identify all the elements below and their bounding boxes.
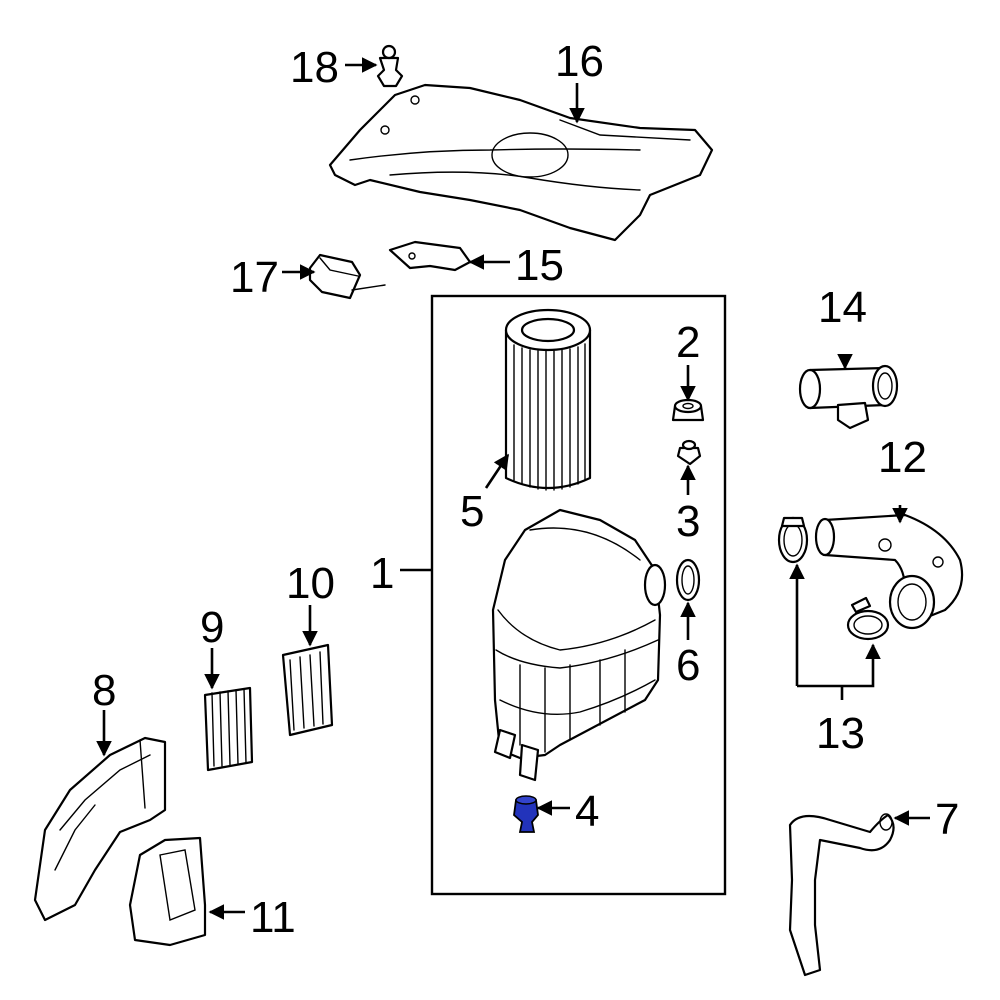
part-14-maf-sensor: [798, 364, 899, 430]
part-10-seal: [281, 643, 334, 737]
part-9-seal: [203, 686, 254, 772]
part-17-bracket: [308, 253, 386, 300]
assembly-box: [430, 294, 727, 896]
part-13-clamps: [777, 516, 890, 641]
callout-3: 3: [676, 497, 700, 546]
callout-13: 13: [816, 709, 865, 758]
callout-9: 9: [200, 603, 224, 652]
callout-5: 5: [460, 487, 484, 536]
callout-11: 11: [250, 893, 296, 942]
part-16-cover: [328, 83, 714, 242]
leader-lines: [96, 57, 930, 920]
callout-8: 8: [92, 666, 116, 715]
part-5-filter: [504, 308, 592, 491]
part-11-duct-cover: [128, 836, 207, 947]
callout-6: 6: [676, 641, 700, 690]
part-4-drain-valve: [513, 795, 539, 833]
part-12-intake-boot: [814, 513, 964, 630]
callout-2: 2: [676, 318, 700, 367]
part-18-clip: [376, 44, 404, 88]
part-7-hose: [788, 813, 895, 977]
part-15-bracket: [388, 240, 472, 272]
part-2-grommet: [671, 398, 705, 422]
callout-numbers: 18 16 17 15 2 5 3 1 6 4 14 12 13 7 8 9 1…: [92, 37, 959, 942]
callout-12: 12: [878, 433, 927, 482]
callout-1: 1: [370, 549, 394, 598]
callout-16: 16: [555, 37, 604, 86]
callout-17: 17: [230, 253, 279, 302]
part-6-oring: [675, 558, 701, 602]
callout-15: 15: [515, 241, 564, 290]
part-3-fastener: [676, 439, 702, 466]
callout-7: 7: [935, 795, 959, 844]
callout-4: 4: [575, 787, 599, 836]
callout-10: 10: [286, 559, 335, 608]
callout-14: 14: [818, 283, 867, 332]
callout-18: 18: [290, 43, 339, 92]
part-1-housing: [491, 508, 667, 782]
